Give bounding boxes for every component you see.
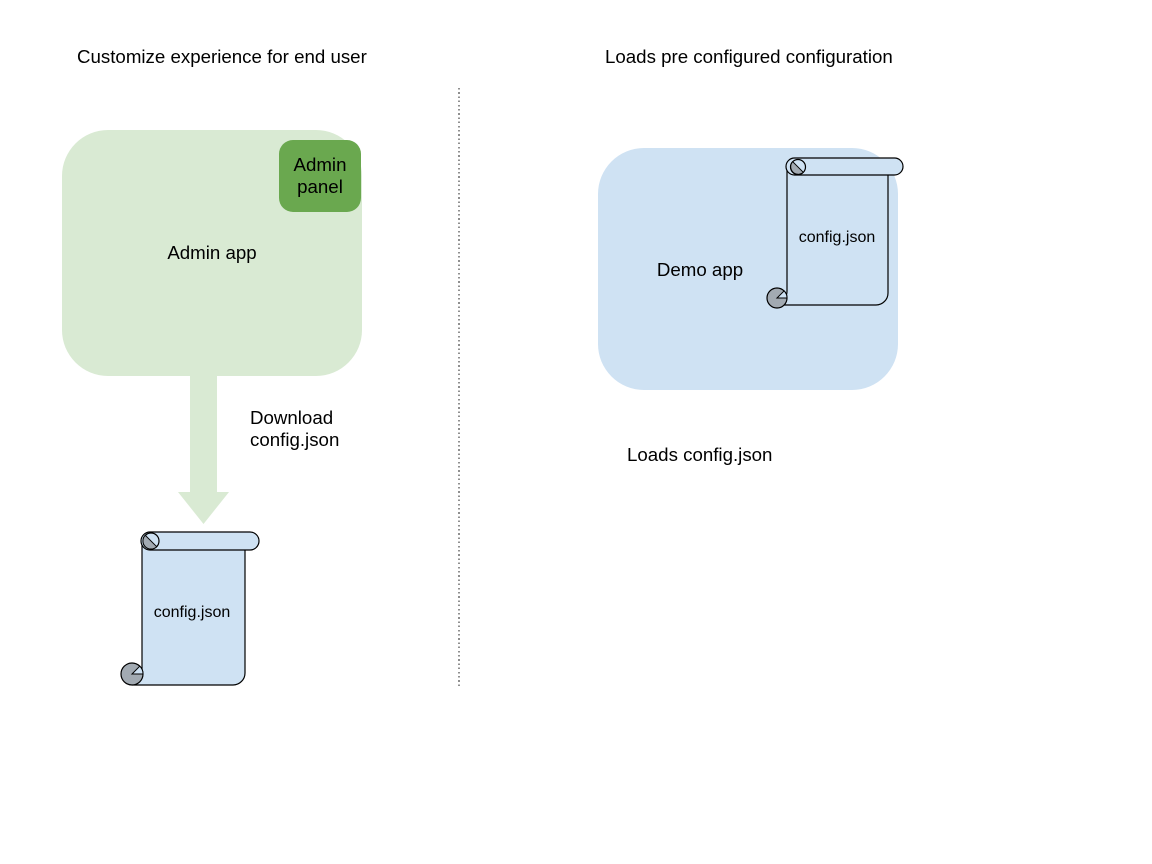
scroll-bottom-curl-notch <box>130 665 144 675</box>
scroll-bottom-curl-notch <box>775 290 788 299</box>
left-section-title: Customize experience for end user <box>77 46 367 67</box>
download-caption-line2: config.json <box>250 429 340 450</box>
scroll-top-curl-shade <box>790 160 805 175</box>
config-file-scroll-icon <box>766 157 904 309</box>
config-file-label-left: config.json <box>153 604 231 621</box>
admin-app-label: Admin app <box>167 242 257 263</box>
config-file-label-right: config.json <box>798 229 876 246</box>
download-caption: Download config.json <box>250 407 339 451</box>
section-divider <box>458 88 460 688</box>
download-arrow-icon <box>178 374 229 524</box>
demo-app-label: Demo app <box>656 259 744 280</box>
download-arrow-shape <box>178 374 229 524</box>
admin-panel-box: Admin panel <box>279 140 361 212</box>
scroll-top-roll <box>785 157 904 176</box>
admin-app-box: Admin app Admin panel <box>62 130 362 376</box>
admin-panel-label: Admin panel <box>293 154 347 197</box>
config-file-scroll-icon <box>120 531 260 686</box>
right-section-title: Loads pre configured configuration <box>605 46 893 67</box>
loads-config-caption: Loads config.json <box>627 444 773 465</box>
scroll-top-roll <box>140 531 260 551</box>
download-caption-line1: Download <box>250 407 334 428</box>
scroll-top-curl-shade <box>142 534 158 550</box>
